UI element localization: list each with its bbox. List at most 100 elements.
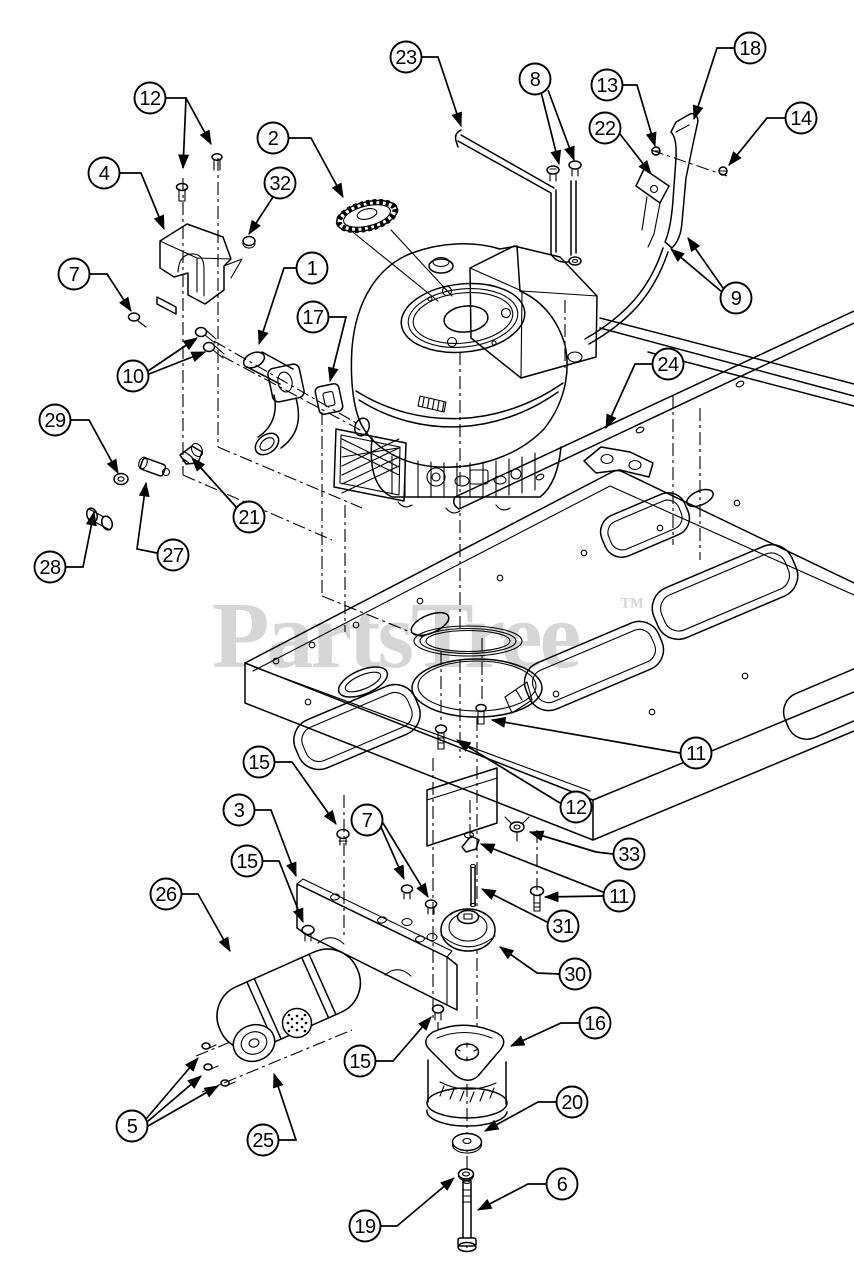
callout-19: 19: [348, 1177, 455, 1243]
callout-balloon-23: [389, 40, 423, 74]
callout-balloon-11: [679, 736, 713, 770]
callout-balloon-11: [602, 879, 636, 913]
callout-balloon-31: [546, 909, 580, 943]
callout-number: 7: [69, 264, 80, 286]
muffler-illustration: [201, 948, 362, 1087]
callout-number: 13: [596, 75, 618, 97]
callout-number: 24: [657, 354, 679, 376]
callout-balloon-1: [295, 251, 329, 285]
callout-9: 9: [670, 236, 753, 315]
callout-33: 33: [528, 830, 646, 871]
callout-balloon-26: [149, 877, 183, 911]
callout-15: 15: [343, 1016, 432, 1078]
callout-balloon-25: [246, 1123, 280, 1157]
callout-28: 28: [33, 510, 97, 584]
callout-number: 11: [686, 743, 706, 765]
gasket-illustration: [314, 382, 344, 416]
callout-10: 10: [116, 337, 207, 393]
callout-balloon-7: [350, 803, 384, 837]
callout-16: 16: [509, 1006, 612, 1047]
callout-2: 2: [256, 121, 344, 199]
muffler-perforations: [286, 1013, 308, 1033]
callout-7: 7: [350, 803, 429, 899]
callout-balloon-17: [296, 300, 330, 334]
callout-number: 4: [99, 163, 110, 185]
watermark-tm: ™: [620, 594, 644, 620]
callout-number: 22: [594, 118, 616, 140]
callout-balloon-12: [133, 81, 167, 115]
callout-balloon-8: [518, 62, 552, 96]
callout-number: 6: [557, 1174, 568, 1196]
callout-number: 18: [739, 38, 761, 60]
callout-17: 17: [296, 300, 348, 383]
callout-23: 23: [389, 40, 462, 128]
callout-balloon-22: [588, 111, 622, 145]
callout-4: 4: [87, 156, 165, 231]
fuel-cap-illustration: [335, 198, 453, 302]
callout-18: 18: [692, 31, 767, 121]
callout-number: 20: [561, 1092, 583, 1114]
callout-1: 1: [257, 251, 329, 346]
callout-3: 3: [222, 793, 297, 878]
callout-balloon-15: [242, 745, 276, 779]
callout-balloon-13: [590, 68, 624, 102]
callout-balloon-16: [578, 1006, 612, 1040]
callout-21: 21: [191, 457, 266, 534]
callout-balloon-15: [343, 1044, 377, 1078]
engine-pulley-plate: [425, 1024, 505, 1081]
callout-balloon-9: [719, 281, 753, 315]
callout-27: 27: [136, 481, 190, 572]
callout-number: 7: [362, 810, 373, 832]
callout-number: 8: [530, 69, 541, 91]
callout-22: 22: [588, 111, 652, 175]
callout-7: 7: [57, 257, 132, 313]
callout-number: 29: [44, 410, 66, 432]
callout-balloon-7: [57, 257, 91, 291]
engine-cover-illustration: [156, 223, 243, 315]
callout-number: 12: [565, 797, 587, 819]
exhaust-elbow-illustration: [242, 351, 305, 456]
callout-number: 15: [349, 1051, 371, 1073]
callout-balloon-32: [263, 166, 297, 200]
callout-12: 12: [133, 81, 212, 170]
fasteners-illustration: [85, 153, 256, 531]
callout-balloon-12: [559, 790, 593, 824]
callout-balloon-10: [116, 359, 150, 393]
callout-balloon-6: [545, 1167, 579, 1201]
callout-number: 2: [268, 128, 279, 150]
callout-number: 3: [234, 800, 245, 822]
watermark: PartsTree ™: [212, 584, 644, 688]
callout-8: 8: [518, 62, 575, 166]
callout-26: 26: [149, 877, 231, 953]
callout-11: 11: [490, 716, 713, 770]
callout-32: 32: [248, 166, 297, 236]
callout-number: 14: [790, 108, 812, 130]
callout-balloon-5: [115, 1109, 149, 1143]
callout-number: 12: [139, 88, 161, 110]
callout-30: 30: [498, 946, 592, 991]
callout-15: 15: [242, 745, 337, 825]
callout-balloon-14: [784, 101, 818, 135]
hardware-illustration: [434, 703, 545, 912]
callout-number: 21: [238, 507, 260, 529]
callout-number: 17: [302, 307, 324, 329]
callout-number: 25: [252, 1130, 274, 1152]
throttle-rod-illustration: [454, 129, 582, 266]
callout-number: 1: [307, 258, 318, 280]
callout-12: 12: [455, 739, 593, 824]
callout-balloon-18: [733, 31, 767, 65]
callout-balloon-4: [87, 156, 121, 190]
callout-number: 9: [731, 288, 742, 310]
frame-holes: [272, 499, 749, 716]
engine-illustration: [333, 243, 598, 514]
callout-number: 23: [395, 47, 417, 69]
callout-20: 20: [483, 1085, 589, 1132]
callout-balloon-3: [222, 793, 256, 827]
bracket-illustration: [296, 828, 458, 1021]
callout-balloon-20: [555, 1085, 589, 1119]
callout-number: 11: [609, 886, 629, 908]
callout-6: 6: [476, 1167, 579, 1211]
callout-balloon-2: [256, 121, 290, 155]
